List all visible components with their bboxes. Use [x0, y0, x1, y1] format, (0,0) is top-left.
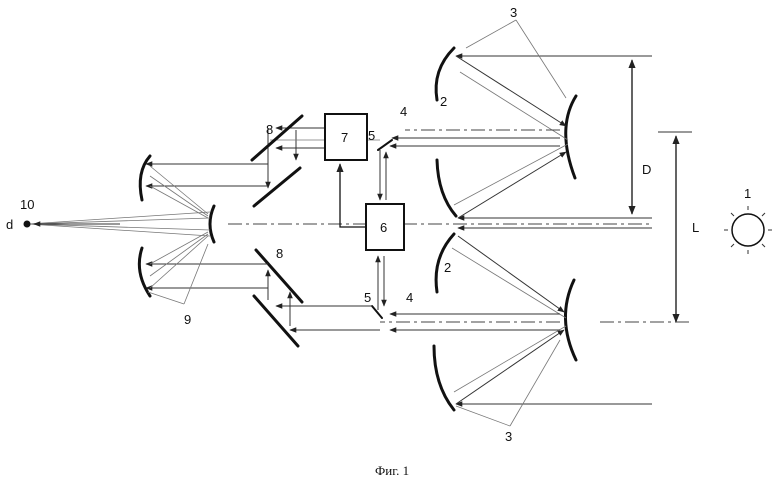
lower-primary-mirror-bottom	[434, 346, 454, 410]
label-4-upper: 4	[400, 104, 407, 119]
label-D: D	[642, 162, 651, 177]
upper-primary-mirror-top	[436, 48, 454, 100]
label-3-upper: 3	[510, 5, 517, 20]
upper-telescope	[436, 20, 652, 218]
label-5-upper: 5	[368, 128, 375, 143]
label-d: d	[6, 217, 13, 232]
lower-relay-beams	[268, 256, 560, 330]
combiner-primary-bottom	[139, 248, 150, 296]
upper-relay-beams	[268, 128, 560, 200]
label-8-upper: 8	[266, 122, 273, 137]
label-7: 7	[341, 130, 348, 145]
detector-point	[24, 221, 31, 228]
label-L: L	[692, 220, 699, 235]
lower-telescope	[434, 228, 652, 426]
upper-secondary-mirror	[566, 96, 576, 178]
label-8-lower: 8	[276, 246, 283, 261]
label-6: 6	[380, 220, 387, 235]
focus-rays	[28, 212, 210, 236]
label-2-lower: 2	[444, 260, 451, 275]
label-4-lower: 4	[406, 290, 413, 305]
lower-small-mirror-5	[372, 306, 382, 318]
source-sun-icon	[724, 206, 772, 254]
combiner-secondary	[210, 206, 214, 242]
label-3-lower: 3	[505, 429, 512, 444]
label-10: 10	[20, 197, 34, 212]
label-1: 1	[744, 186, 751, 201]
upper-flat-mirror-8-b	[254, 168, 300, 206]
lower-flat-mirror-8-b	[254, 296, 298, 346]
combiner-primary-top	[140, 156, 150, 200]
label-9: 9	[184, 312, 191, 327]
upper-small-mirror-5	[378, 140, 392, 150]
upper-primary-mirror-bottom	[437, 160, 456, 216]
lower-secondary-mirror	[565, 280, 576, 360]
label-2-upper: 2	[440, 94, 447, 109]
block-6-to-7-link	[340, 164, 366, 227]
figure-caption: Фиг. 1	[375, 463, 409, 478]
label-5-lower: 5	[364, 290, 371, 305]
upper-flat-mirror-8	[252, 116, 302, 160]
combiner-beams	[146, 164, 268, 288]
